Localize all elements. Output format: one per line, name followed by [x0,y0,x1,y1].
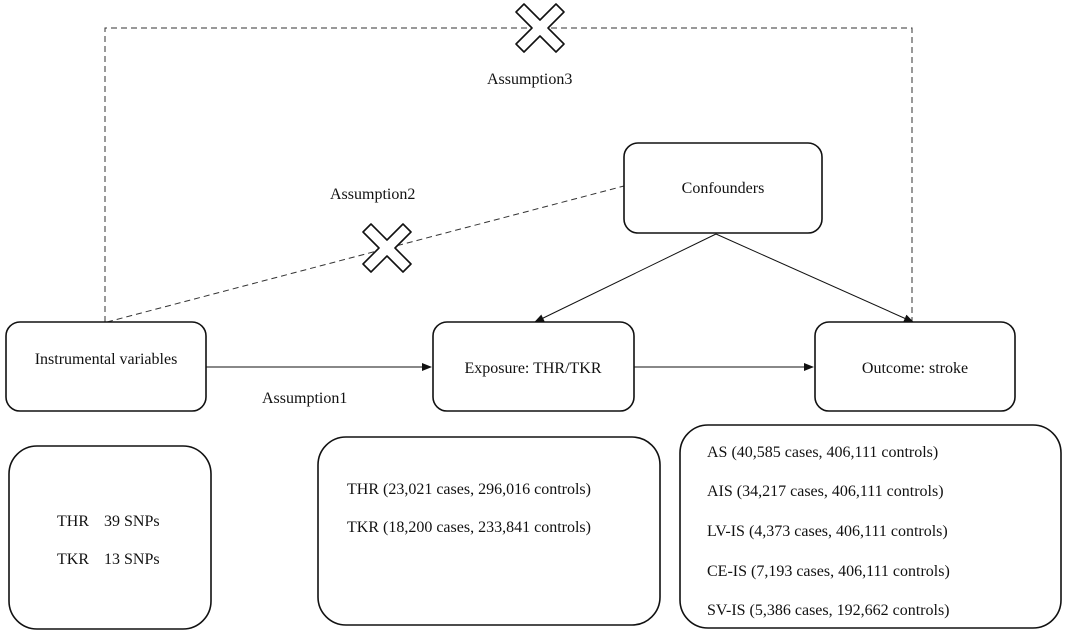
assumption3-label: Assumption3 [487,71,572,88]
outcome-line-ce-is: CE-IS (7,193 cases, 406,111 controls) [707,563,950,580]
assumption2-cross-icon [362,223,412,273]
outcome-label: Outcome: stroke [862,360,968,377]
outcome-line-as: AS (40,585 cases, 406,111 controls) [707,444,938,461]
instrumental-variables-node [5,321,207,412]
outcome-line-lv-is: LV-IS (4,373 cases, 406,111 controls) [707,523,948,540]
outcome-node [814,321,1016,412]
exposure-info-box [317,436,661,626]
assumption2-dashed-line [106,185,625,323]
confounders-node [623,142,823,234]
arrow-confounders-to-outcome [715,233,914,323]
instrument-thr-label: THR [57,513,89,530]
exposure-label: Exposure: THR/TKR [464,360,601,377]
assumption1-label: Assumption1 [262,390,347,407]
assumption3-cross-icon [515,3,565,53]
instrumental-variables-label: Instrumental variables [35,351,178,368]
outcome-line-sv-is: SV-IS (5,386 cases, 192,662 controls) [707,602,950,619]
instrument-tkr-value: 13 SNPs [104,551,160,568]
arrow-confounders-to-exposure [534,233,717,323]
exposure-node [432,321,635,412]
instrument-thr-value: 39 SNPs [104,513,160,530]
assumption2-label: Assumption2 [330,186,415,203]
confounders-label: Confounders [682,180,765,197]
exposure-line-thr: THR (23,021 cases, 296,016 controls) [347,481,591,498]
instrument-tkr-label: TKR [57,551,89,568]
outcome-info-box [679,424,1062,629]
instruments-info-box [8,445,212,630]
outcome-line-ais: AIS (34,217 cases, 406,111 controls) [707,483,944,500]
exposure-line-tkr: TKR (18,200 cases, 233,841 controls) [347,519,591,536]
